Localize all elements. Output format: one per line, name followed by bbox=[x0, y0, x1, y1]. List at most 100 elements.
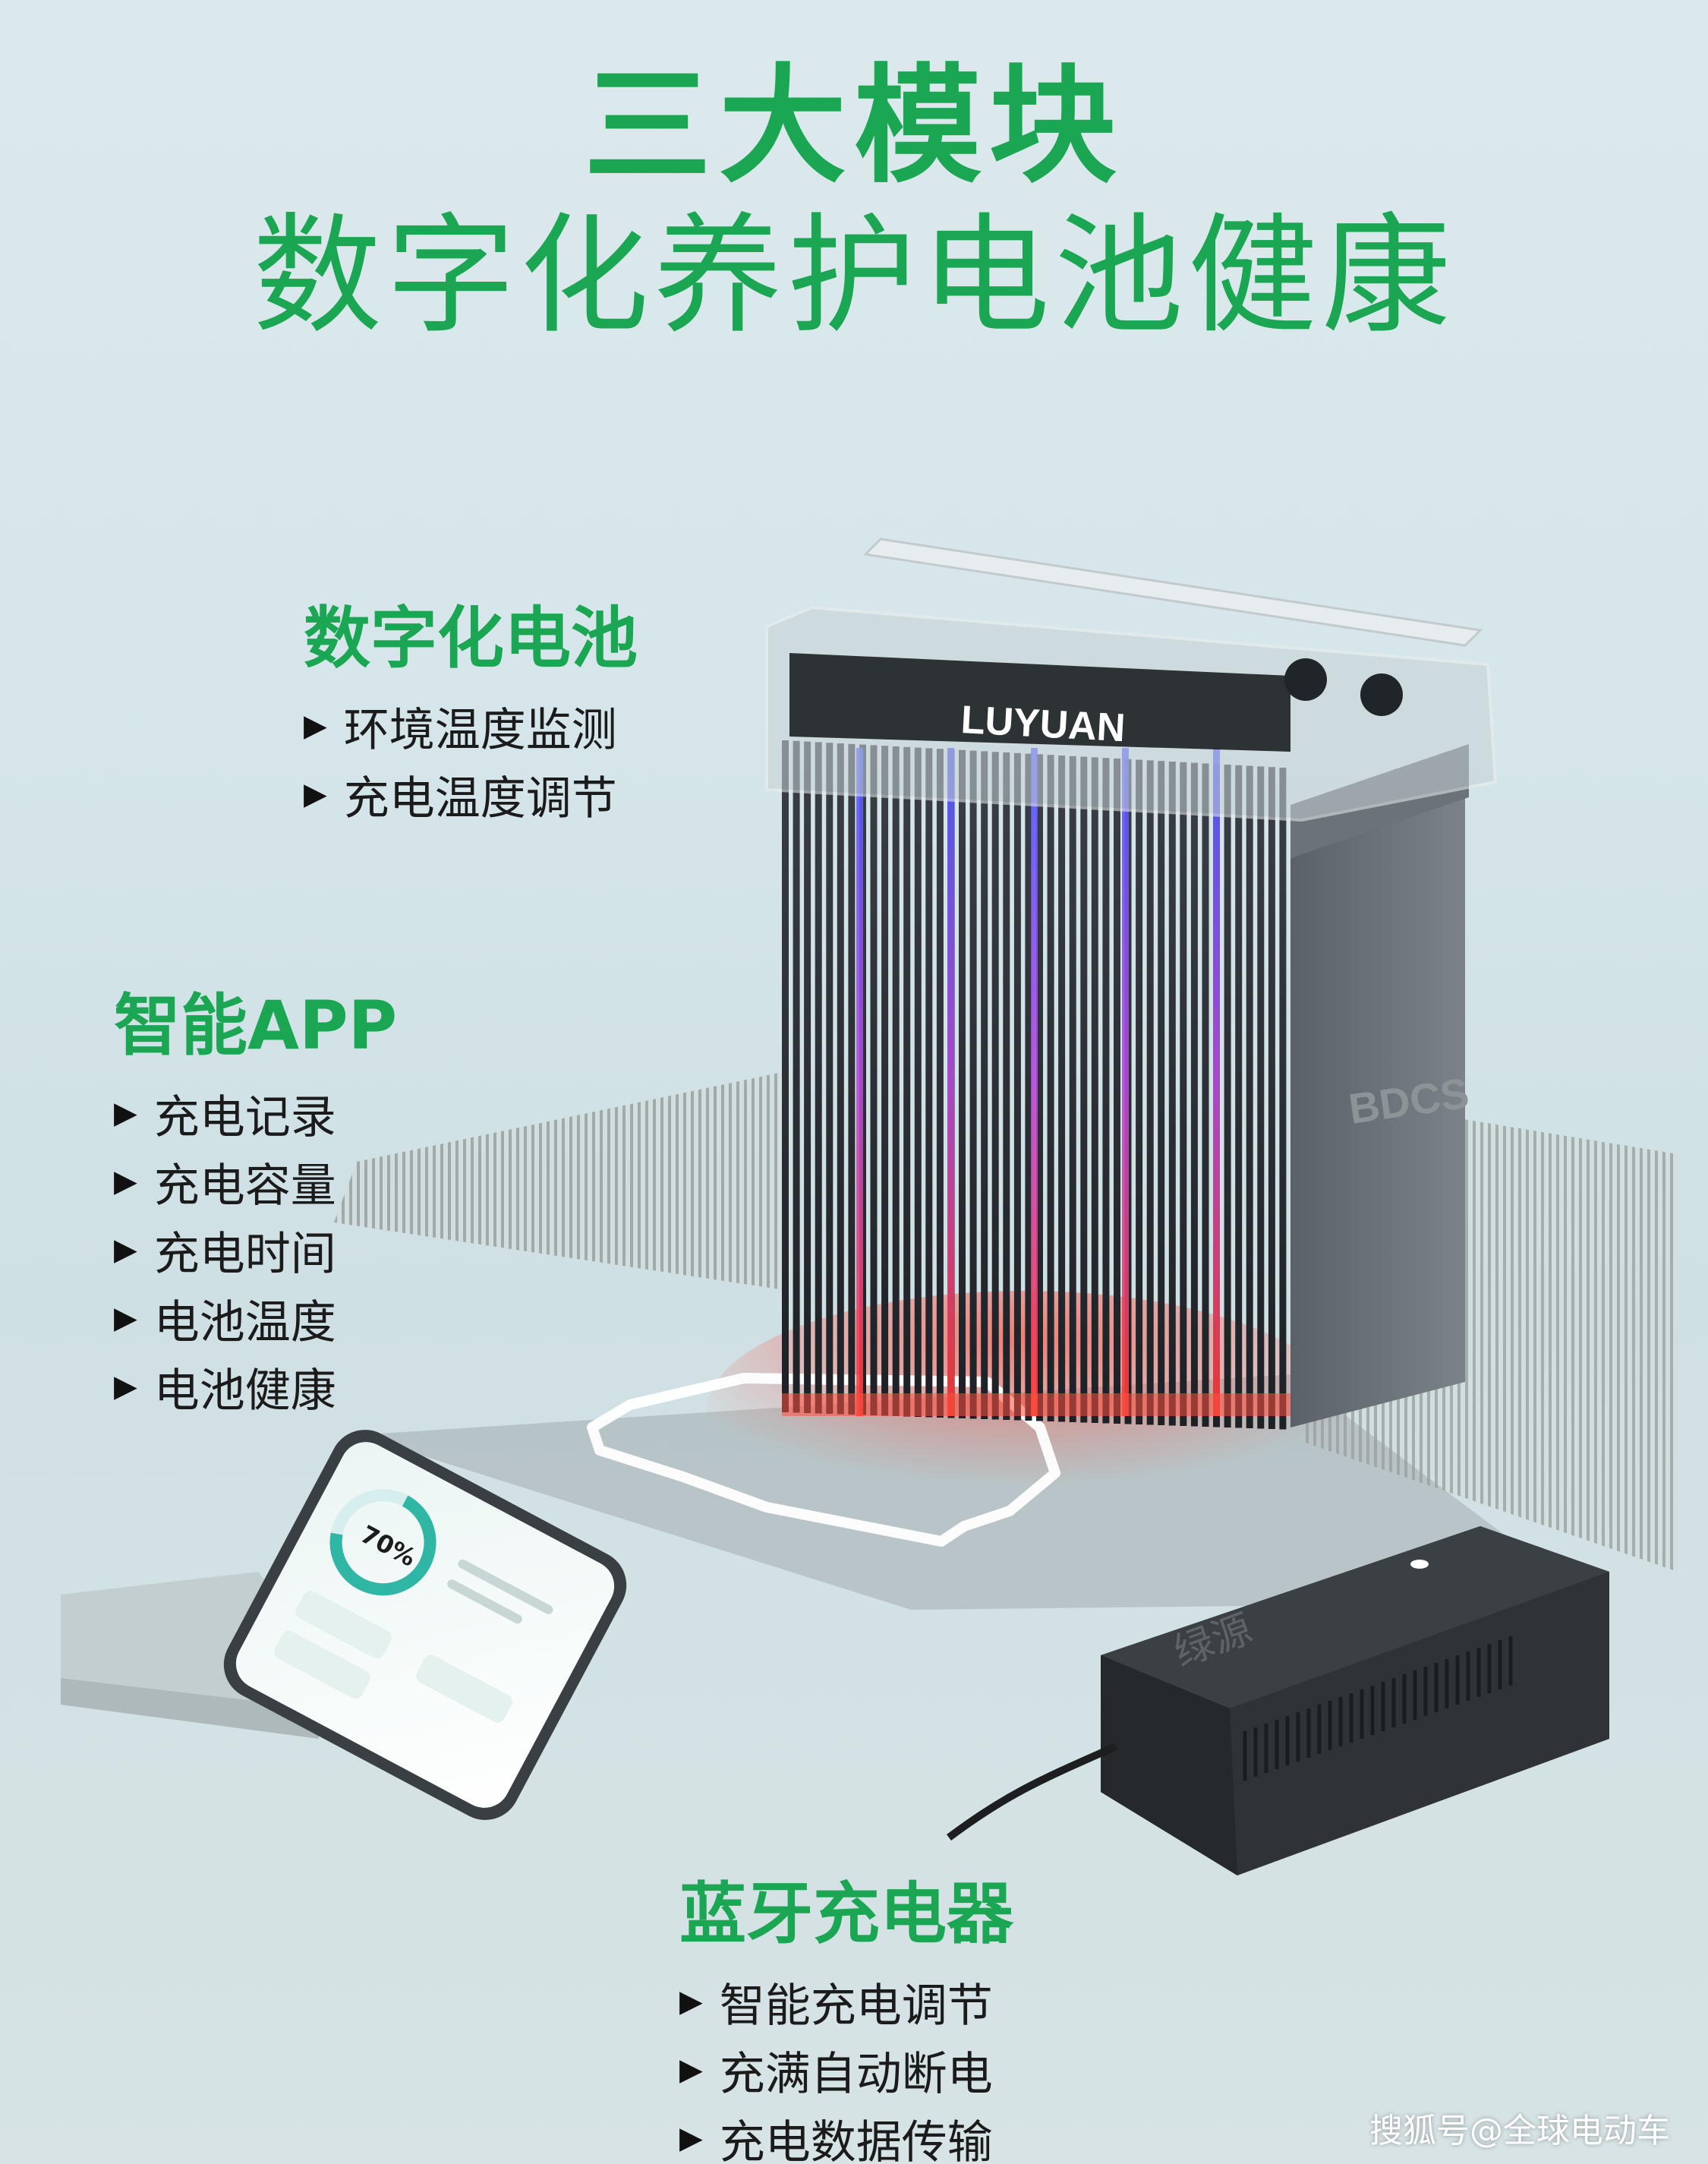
battery-fin bbox=[925, 748, 933, 1418]
feature-list: ▶ 智能充电调节 ▶ 充满自动断电 ▶ 充电数据传输 bbox=[679, 1967, 1013, 2164]
battery-fin bbox=[1246, 765, 1253, 1428]
battery-fin bbox=[1025, 753, 1032, 1421]
route-outline bbox=[587, 1373, 1060, 1547]
headline-title: 三大模块 bbox=[584, 52, 1124, 200]
battery-fin bbox=[1279, 768, 1287, 1430]
battery-fin bbox=[1091, 757, 1098, 1423]
battery-fin bbox=[826, 743, 834, 1414]
battery-fin bbox=[1058, 756, 1066, 1422]
battery-side-panel bbox=[1290, 797, 1465, 1427]
module-title: 数字化电池 bbox=[304, 599, 638, 677]
feature-item: ▶ 充满自动断电 bbox=[679, 2036, 1013, 2104]
battery-fin bbox=[1158, 761, 1165, 1425]
watermark: 搜狐号@全球电动车 bbox=[1369, 2112, 1670, 2150]
feature-label: 充满自动断电 bbox=[719, 2047, 993, 2101]
battery-brand-logo: LUYUAN bbox=[960, 698, 1126, 750]
floor-mat-left bbox=[334, 1071, 789, 1291]
battery-fin bbox=[1047, 755, 1054, 1421]
module-smart-app: 智能APP ▶ 充电记录 ▶ 充电容量 ▶ 充电时间 ▶ 电池温度 ▶ 电池健康 bbox=[114, 972, 397, 1421]
battery-glow-strip bbox=[1213, 748, 1220, 1416]
battery-fin bbox=[1102, 758, 1110, 1424]
feature-label: 充电数据传输 bbox=[719, 2115, 993, 2164]
feature-item: ▶ 充电时间 bbox=[114, 1216, 397, 1284]
battery-fin bbox=[881, 746, 889, 1416]
feature-item: ▶ 充电记录 bbox=[114, 1079, 397, 1147]
module-bluetooth-charger: 蓝牙充电器 ▶ 智能充电调节 ▶ 充满自动断电 ▶ 充电数据传输 bbox=[679, 1860, 1013, 2164]
headline-subtitle: 数字化养护电池健康 bbox=[252, 201, 1455, 352]
battery-fin bbox=[969, 750, 977, 1419]
feature-item: ▶ 充电数据传输 bbox=[679, 2104, 1013, 2164]
battery-fin bbox=[870, 745, 878, 1415]
battery-fin bbox=[848, 743, 856, 1415]
feature-item: ▶ 环境温度监测 bbox=[304, 692, 638, 760]
battery-fin bbox=[804, 741, 811, 1413]
feature-item: ▶ 电池健康 bbox=[114, 1352, 397, 1421]
smartphone: 70% bbox=[223, 1430, 627, 1820]
battery-fins bbox=[782, 740, 1290, 1430]
triangle-bullet-icon: ▶ bbox=[679, 1984, 703, 2019]
triangle-bullet-icon: ▶ bbox=[114, 1096, 137, 1131]
battery-fin bbox=[892, 746, 900, 1416]
triangle-bullet-icon: ▶ bbox=[679, 2052, 703, 2087]
battery-glow-strip bbox=[1122, 748, 1129, 1416]
feature-label: 充电容量 bbox=[153, 1159, 336, 1213]
triangle-bullet-icon: ▶ bbox=[114, 1164, 137, 1199]
battery-fin bbox=[1202, 763, 1209, 1427]
battery-fin bbox=[1190, 762, 1198, 1427]
triangle-bullet-icon: ▶ bbox=[114, 1232, 137, 1267]
battery-fin bbox=[991, 752, 999, 1420]
triangle-bullet-icon: ▶ bbox=[114, 1369, 137, 1404]
battery-fin bbox=[1235, 765, 1243, 1428]
battery-fin bbox=[981, 751, 988, 1419]
feature-label: 电池健康 bbox=[153, 1364, 336, 1418]
feature-label: 智能充电调节 bbox=[719, 1979, 993, 2033]
battery-base-glow bbox=[782, 1393, 1290, 1416]
battery-fin bbox=[1268, 767, 1275, 1429]
battery-fin bbox=[815, 742, 822, 1414]
battery-fin bbox=[1168, 762, 1176, 1426]
triangle-bullet-icon: ▶ bbox=[114, 1301, 137, 1336]
feature-label: 电池温度 bbox=[153, 1295, 336, 1349]
battery-fin bbox=[1257, 766, 1265, 1429]
battery-fin bbox=[1180, 762, 1187, 1426]
battery-fin bbox=[1036, 754, 1043, 1421]
battery-fin bbox=[1146, 760, 1154, 1425]
bluetooth-charger: 绿源 bbox=[947, 1526, 1609, 1875]
battery-fin bbox=[1114, 759, 1120, 1424]
battery-fin bbox=[1013, 752, 1021, 1421]
battery-fin bbox=[1136, 759, 1143, 1424]
battery-fin bbox=[959, 749, 966, 1418]
triangle-bullet-icon: ▶ bbox=[304, 708, 327, 743]
battery-fin bbox=[837, 743, 844, 1415]
battery-fin bbox=[1069, 756, 1076, 1422]
feature-item: ▶ 电池温度 bbox=[114, 1284, 397, 1352]
battery-fin bbox=[1224, 765, 1231, 1427]
triangle-bullet-icon: ▶ bbox=[679, 2121, 703, 2156]
module-title: 蓝牙充电器 bbox=[679, 1875, 1014, 1953]
feature-label: 充电温度调节 bbox=[343, 771, 617, 825]
battery-fin bbox=[1080, 756, 1088, 1423]
feature-label: 充电记录 bbox=[153, 1090, 336, 1144]
feature-item: ▶ 充电温度调节 bbox=[304, 760, 638, 828]
module-digital-battery: 数字化电池 ▶ 环境温度监测 ▶ 充电温度调节 bbox=[304, 585, 638, 828]
battery-fin bbox=[936, 749, 944, 1418]
battery-fin bbox=[793, 740, 800, 1413]
feature-label: 环境温度监测 bbox=[343, 703, 617, 757]
feature-label: 充电时间 bbox=[153, 1227, 336, 1281]
charger-vents bbox=[1243, 1636, 1513, 1781]
feature-list: ▶ 充电记录 ▶ 充电容量 ▶ 充电时间 ▶ 电池温度 ▶ 电池健康 bbox=[114, 1079, 397, 1421]
battery-fin bbox=[782, 740, 789, 1412]
battery-glow-strip bbox=[947, 748, 954, 1416]
feature-list: ▶ 环境温度监测 ▶ 充电温度调节 bbox=[304, 692, 638, 828]
module-title: 智能APP bbox=[114, 986, 398, 1065]
battery-fin bbox=[914, 747, 922, 1417]
feature-item: ▶ 充电容量 bbox=[114, 1147, 397, 1216]
battery-glow-strip bbox=[856, 748, 863, 1416]
triangle-bullet-icon: ▶ bbox=[304, 777, 327, 812]
battery-fin bbox=[903, 746, 911, 1417]
battery-fin bbox=[1003, 752, 1010, 1420]
feature-item: ▶ 智能充电调节 bbox=[679, 1967, 1013, 2036]
battery-glow-strip bbox=[1031, 748, 1038, 1416]
